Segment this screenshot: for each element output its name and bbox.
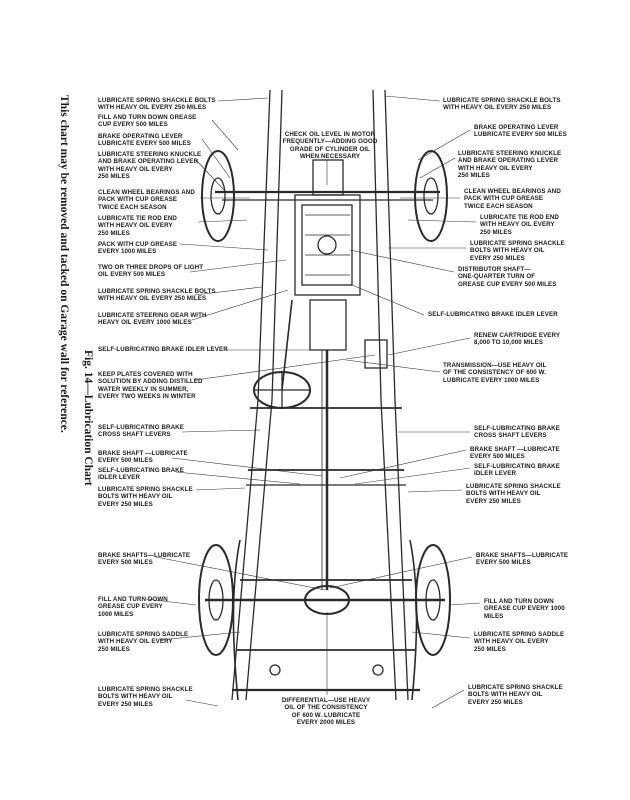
label-right-15: Brake shafts—lubricate every 500 miles: [476, 552, 569, 567]
label-right-8: Self-lubricating brake idler lever: [428, 311, 558, 318]
left-front-wheel: [201, 150, 235, 242]
label-left-20: Lubricate spring shackle bolts with heav…: [98, 686, 193, 708]
label-left-3: Brake operating lever lubricate every 50…: [98, 133, 191, 148]
label-right-17: Lubricate spring saddle with heavy oil e…: [474, 631, 565, 653]
right-front-wheel: [414, 150, 448, 242]
radiator: [312, 159, 344, 196]
label-right-9: Renew cartridge every 8,000 to 10,000 mi…: [474, 332, 561, 347]
label-left-19: Lubricate spring saddle with heavy oil e…: [98, 631, 189, 653]
label-left-6: Lubricate tie rod end with heavy oil eve…: [98, 215, 177, 237]
label-right-3: Lubricate steering knuckle and brake ope…: [458, 150, 562, 180]
label-right-10: Transmission—use heavy oil of the consis…: [443, 362, 547, 384]
label-left-9: Lubricate spring shackle bolts with heav…: [98, 288, 216, 303]
label-right-12: Brake shaft —lubricate every 500 miles: [470, 446, 560, 461]
label-left-8: Two or three drops of light oil every 50…: [98, 264, 204, 279]
label-right-7: Distributor shaft— one-quarter turn of g…: [458, 266, 557, 288]
label-right-6: Lubricate spring shackle bolts with heav…: [470, 240, 565, 262]
engine-block: [294, 194, 361, 296]
label-left-11: Self-lubricating brake idler lever: [98, 346, 228, 353]
label-right-16: Fill and turn down grease cup every 1000…: [484, 598, 565, 620]
label-right-14: Lubricate spring shackle bolts with heav…: [466, 483, 561, 505]
battery: [364, 339, 388, 369]
label-left-12: Keep plates covered with solution by add…: [98, 371, 203, 401]
label-top-center: Check oil level in motor frequently—addi…: [282, 131, 378, 161]
transmission: [309, 299, 347, 351]
label-right-2: Brake operating lever lubricate every 50…: [474, 124, 567, 139]
label-left-15: Self-lubricating brake idler lever: [98, 467, 184, 482]
label-right-13: Self-lubricating brake idler lever: [474, 463, 560, 478]
right-frame-rail: [384, 89, 409, 701]
label-bottom-center: Differential—use heavy oil of the consis…: [281, 697, 371, 727]
label-right-4: Clean wheel bearings and pack with cup g…: [464, 188, 561, 210]
label-right-11: Self-lubricating brake cross shaft lever…: [474, 425, 560, 440]
label-left-13: Self-lubricating brake cross shaft lever…: [98, 424, 184, 439]
label-right-5: Lubricate tie rod end with heavy oil eve…: [480, 214, 559, 236]
label-left-2: Fill and turn down grease cup every 500 …: [98, 114, 197, 129]
label-left-18: Fill and turn down grease cup every 1000…: [98, 596, 168, 618]
steering-column: [281, 299, 293, 391]
label-left-4: Lubricate steering knuckle and brake ope…: [98, 151, 202, 181]
label-right-18: Lubricate spring shackle bolts with heav…: [468, 684, 563, 706]
left-frame-rail: [231, 89, 271, 701]
label-left-5: Clean wheel bearings and pack with cup g…: [98, 189, 195, 211]
label-left-10: Lubricate steering gear with heavy oil e…: [98, 312, 207, 327]
label-left-16: Lubricate spring shackle bolts with heav…: [98, 486, 193, 508]
label-left-7: Pack with cup grease every 1000 miles: [98, 241, 178, 256]
label-left-17: Brake shafts—lubricate every 500 miles: [98, 552, 191, 567]
label-left-1: Lubricate spring shackle bolts with heav…: [98, 97, 216, 112]
label-right-1: Lubricate spring shackle bolts with heav…: [443, 97, 561, 112]
label-left-14: Brake shaft —lubricate every 500 miles: [98, 450, 188, 465]
